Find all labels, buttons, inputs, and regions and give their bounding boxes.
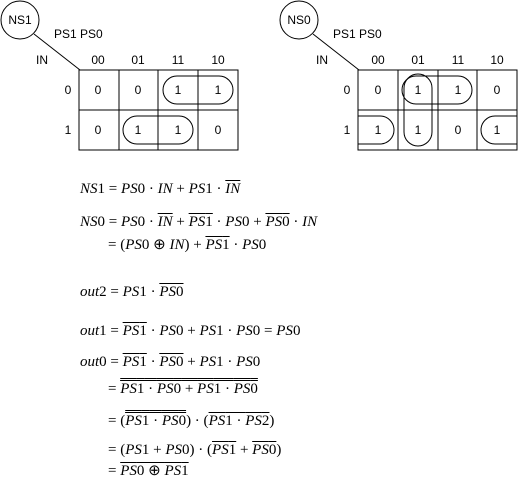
kmap-cell: 1: [415, 123, 422, 137]
kmap-ns0: NS0 PS1 PS0 IN 00 01 11 10 0 1 0 1 1 0 1…: [279, 0, 518, 151]
equation-ns0-line2: = (PS0 ⊕ IN) + PS1 · PS0: [108, 237, 267, 253]
map-name: NS1: [8, 13, 32, 27]
kmap-cell: 1: [375, 123, 382, 137]
equation-ns0-line1: NS0 = PS0 · IN + PS1 · PS0 + PS0 · IN: [80, 214, 318, 230]
grouping-loop: [162, 75, 234, 105]
equation-ns1: NS1 = PS0 · IN + PS1 · IN: [80, 181, 241, 197]
col-label: 11: [172, 53, 185, 67]
row-label: 1: [65, 123, 72, 137]
row-header-label: IN: [36, 53, 48, 67]
grouping-loop: [358, 115, 395, 145]
header-diagonal: [312, 33, 360, 71]
equation-out0-line3: = (PS1 · PS0) · (PS1 · PS2): [108, 413, 275, 429]
col-label: 11: [452, 53, 465, 67]
kmap-cell: 0: [135, 83, 142, 97]
equation-out0-line5: = PS0 ⊕ PS1: [108, 463, 189, 479]
col-label: 01: [411, 53, 425, 67]
kmap-cell: 1: [455, 83, 462, 97]
col-header-label: PS1 PS0: [54, 27, 103, 41]
kmap-cell: 0: [95, 123, 102, 137]
map-name: NS0: [287, 13, 311, 27]
map-name-circle: [279, 0, 319, 40]
grouping-loop: [122, 115, 194, 145]
grouping-loop: [480, 115, 517, 145]
row-label: 1: [344, 123, 351, 137]
row-label: 0: [344, 83, 351, 97]
col-label: 10: [211, 53, 225, 67]
kmap-cell: 1: [415, 83, 422, 97]
kmap-cell: 0: [215, 123, 222, 137]
equation-out0-line2: = PS1 · PS0 + PS1 · PS0: [108, 381, 258, 397]
header-diagonal: [33, 33, 81, 71]
col-label: 00: [91, 53, 105, 67]
col-label: 00: [371, 53, 385, 67]
map-name-circle: [0, 0, 40, 40]
col-label: 10: [490, 53, 504, 67]
kmap-cell: 0: [455, 123, 462, 137]
equation-out2: out2 = PS1 · PS0: [80, 284, 184, 300]
col-header-label: PS1 PS0: [333, 27, 382, 41]
kmap-cell: 0: [95, 83, 102, 97]
kmap-cell: 0: [375, 83, 382, 97]
col-label: 01: [131, 53, 145, 67]
kmap-cell: 1: [215, 83, 222, 97]
kmap-ns1: NS1 PS1 PS0 IN 00 01 11 10 0 1 0 0 1 1 0…: [0, 0, 239, 151]
kmap-cell: 1: [135, 123, 142, 137]
equation-out0-line4: = (PS1 + PS0) · (PS1 + PS0): [108, 442, 282, 458]
kmap-cell: 1: [175, 123, 182, 137]
grouping-loop: [403, 73, 433, 147]
row-label: 0: [65, 83, 72, 97]
equation-out1: out1 = PS1 · PS0 + PS1 · PS0 = PS0: [80, 323, 301, 339]
kmap-cell: 1: [494, 123, 501, 137]
equation-out0-line1: out0 = PS1 · PS0 + PS1 · PS0: [80, 354, 261, 370]
kmap-cell: 0: [494, 83, 501, 97]
grouping-loop: [401, 75, 473, 105]
karnaugh-maps: NS1 PS1 PS0 IN 00 01 11 10 0 1 0 0 1 1 0…: [0, 0, 518, 151]
kmap-grid: [357, 69, 518, 151]
kmap-grid: [78, 69, 239, 151]
kmap-cell: 1: [175, 83, 182, 97]
row-header-label: IN: [316, 53, 328, 67]
